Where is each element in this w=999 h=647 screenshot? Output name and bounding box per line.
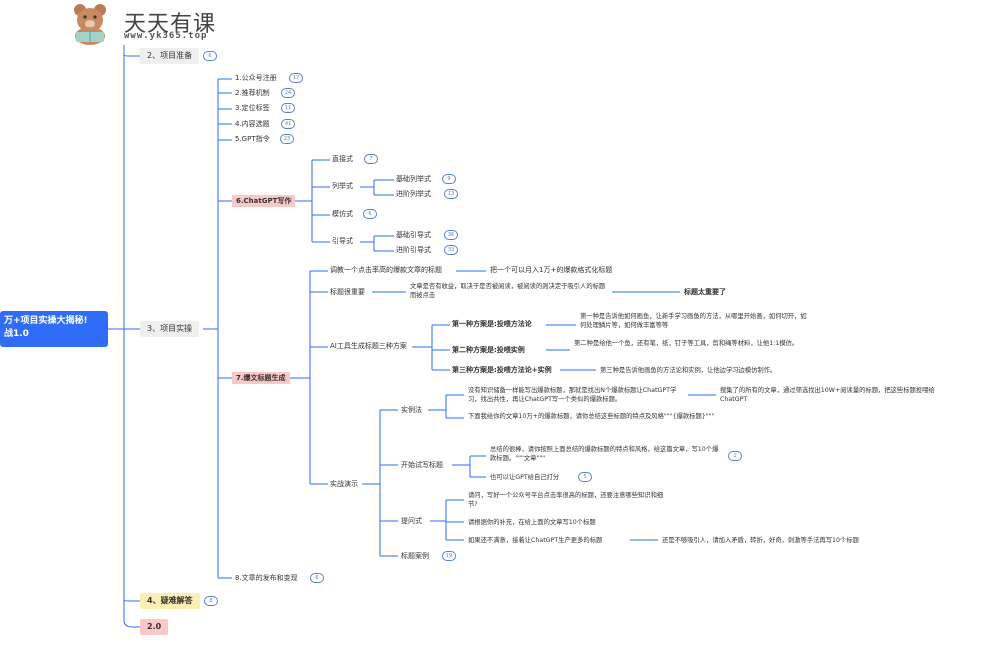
node-guide-adv[interactable]: 进阶引导式: [396, 246, 431, 254]
node-start-t2[interactable]: 也可以让GPT给自己打分: [490, 474, 560, 481]
root-node[interactable]: 万+项目实操大揭秘! 战1.0: [0, 311, 108, 347]
count-badge[interactable]: 6: [310, 573, 324, 583]
logo-title: 天天有课: [124, 12, 217, 37]
node-guide-basic[interactable]: 基础引导式: [396, 231, 431, 239]
node-plan-1[interactable]: 第一种方案是:投喂方法论: [452, 320, 532, 328]
node-faq-label: 4、疑难解答: [147, 596, 193, 605]
node-start-writing[interactable]: 开始试写标题: [401, 461, 443, 469]
node-v2[interactable]: 2.0: [140, 619, 169, 635]
count-badge[interactable]: 5: [578, 472, 592, 482]
count-badge[interactable]: 9: [442, 174, 456, 184]
node-list-basic[interactable]: 基础列举式: [396, 175, 431, 183]
node-project-practice[interactable]: 3、项目实操: [140, 321, 200, 337]
count-badge[interactable]: 41: [281, 119, 295, 129]
node-plan-3-desc[interactable]: 第三种是告诉他画鱼的方法论和实例，让他边学习边模仿制作。: [600, 367, 777, 374]
count-badge[interactable]: 17: [289, 73, 303, 83]
node-hot-title[interactable]: 7.爆文标题生成: [232, 372, 290, 384]
node-account[interactable]: 1.公众号注册: [235, 74, 277, 82]
node-ask-t3-child[interactable]: 还是不够吸引人，请加入矛盾，转折，好奇，刺激等手法再写10个标题: [662, 537, 859, 544]
node-start-t1[interactable]: 总结的很棒，请你按照上面总结的爆款标题的特点和风格，给这篇文章，写10个爆款标题…: [490, 446, 719, 462]
count-badge[interactable]: 13: [444, 189, 458, 199]
node-list[interactable]: 列举式: [332, 182, 353, 190]
count-badge[interactable]: 36: [444, 230, 458, 240]
node-hot-n1[interactable]: 调教一个点击率高的爆款文章的标题: [330, 266, 442, 274]
node-plan-2-desc[interactable]: 第二种是给他一个鱼，还有笔，纸，钉子等工具，剪和绳等材料，让他1:1模仿。: [574, 340, 799, 347]
node-list-adv[interactable]: 进阶列举式: [396, 190, 431, 198]
node-example-t1[interactable]: 没有知识储备一样能写出爆款标题，那就是找出N个爆款标题让ChatGPT学习，找出…: [468, 387, 677, 403]
count-badge[interactable]: 33: [444, 245, 458, 255]
node-plan-2[interactable]: 第二种方案是:投喂实例: [452, 346, 525, 354]
node-project-practice-label: 3、项目实操: [147, 324, 193, 333]
node-ask-t1[interactable]: 请问，写好一个公众号平台点击率很高的标题，还要注意哪些知识和细节?: [468, 492, 664, 508]
node-ask-t2[interactable]: 请根据你的补充，在给上面的文章写10个标题: [468, 519, 596, 526]
node-example-t2[interactable]: 下面我给你的文章10万+的爆款标题，请你总结这些标题的特点及风格"""{爆款标题…: [468, 413, 715, 420]
node-hot-n2-desc[interactable]: 文章是否有收益，取决于是否被阅读，被阅读的则决定于吸引人的标题而被点击: [410, 283, 606, 299]
bear-logo-icon: [66, 0, 118, 46]
node-gpt-cmd[interactable]: 5.GPT指令: [235, 135, 270, 143]
count-badge[interactable]: 1: [728, 451, 742, 461]
node-hot-n3[interactable]: AI工具生成标题三种方案: [330, 342, 407, 350]
node-hot-n2[interactable]: 标题很重要: [330, 288, 365, 296]
node-imitate[interactable]: 模仿式: [332, 210, 353, 218]
node-gpt-writing[interactable]: 6.ChatGPT写作: [232, 195, 296, 207]
node-topic[interactable]: 4.内容选题: [235, 120, 270, 128]
logo-url: www.yk365.top: [124, 31, 208, 41]
count-badge[interactable]: 19: [442, 551, 456, 561]
node-plan-1-desc[interactable]: 第一种是告诉他如何画鱼，让新手学习画鱼的方法，从哪里开始画，如何切开，如何处理鳞…: [580, 313, 807, 329]
root-title-line2: 战1.0: [4, 329, 29, 339]
count-badge[interactable]: 6: [363, 209, 377, 219]
node-position[interactable]: 3.定位标签: [235, 104, 270, 112]
node-recommend[interactable]: 2.推荐机制: [235, 89, 270, 97]
node-example-method[interactable]: 实例法: [401, 406, 422, 414]
node-practice-demo[interactable]: 实战演示: [330, 480, 358, 488]
node-ask-t3[interactable]: 如果还不满意，接着让ChatGPT生产更多的标题: [468, 537, 603, 544]
count-badge[interactable]: 8: [204, 596, 218, 606]
node-project-prep-label: 2、项目准备: [147, 51, 193, 60]
count-badge[interactable]: 11: [281, 103, 295, 113]
count-badge[interactable]: 23: [280, 134, 294, 144]
root-title-line1: 万+项目实操大揭秘!: [4, 316, 88, 326]
node-publish[interactable]: 8.文章的发布和变现: [235, 574, 298, 582]
node-project-prep[interactable]: 2、项目准备: [140, 48, 200, 64]
node-faq[interactable]: 4、疑难解答: [140, 593, 200, 609]
node-guide[interactable]: 引导式: [332, 237, 353, 245]
count-badge[interactable]: 24: [281, 88, 295, 98]
node-plan-3[interactable]: 第三种方案是:投喂方法论+实例: [452, 366, 552, 374]
node-example-t1-child[interactable]: 搜集了的所有的文章，通过筛选找出10W+阅读量的标题，把这些标题投喂给ChatG…: [720, 387, 935, 403]
node-v2-label: 2.0: [147, 622, 162, 631]
node-hot-n2-highlight[interactable]: 标题太重要了: [684, 288, 726, 296]
node-hot-n1-child[interactable]: 把一个可以月入1万+的爆款格式化标题: [490, 266, 613, 274]
node-ask-method[interactable]: 提问式: [401, 517, 422, 525]
node-direct[interactable]: 直接式: [332, 155, 353, 163]
count-badge[interactable]: 6: [203, 51, 217, 61]
count-badge[interactable]: 7: [364, 154, 378, 164]
node-title-cases[interactable]: 标题案例: [401, 552, 429, 560]
